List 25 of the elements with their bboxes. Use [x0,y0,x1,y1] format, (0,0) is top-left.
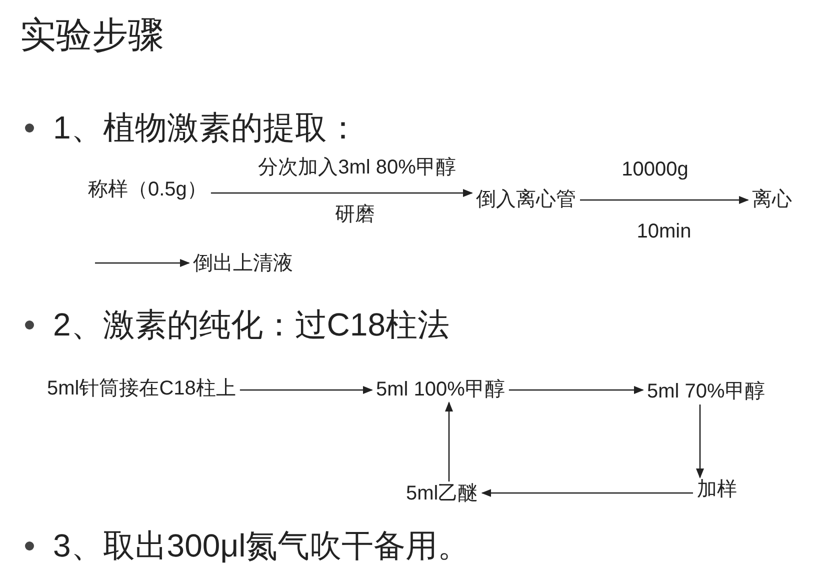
bullet-point-text: 2、激素的纯化：过C18柱法 [53,306,450,344]
bullet-point-text: 1、植物激素的提取： [53,110,359,146]
step-note: 10min [636,220,692,244]
step-text: 加样 [693,478,741,502]
step-text: 称样（0.5g） [84,178,211,202]
arrow [508,386,644,394]
step-text: 5ml乙醚 [402,482,482,506]
arrow [445,402,453,482]
step-text: 倒出上清液 [189,252,297,276]
step-text: 5ml 100%甲醇 [372,378,509,402]
arrow [696,404,704,478]
arrow [210,189,473,197]
edge-label: 10000g [622,158,688,182]
arrow [580,196,749,204]
arrow [240,386,373,394]
step-text: 5ml针筒接在C18柱上 [43,376,240,402]
arrow [95,259,190,267]
step-text: 倒入离心管 [472,188,580,212]
step-text: 5ml 70%甲醇 [643,380,769,404]
slide-title: 实验步骤 [20,14,164,56]
step-text: 离心 [748,188,796,212]
arrow [481,489,693,497]
edge-label: 分次加入3ml 80%甲醇 [258,156,456,180]
bullet-point-text: 3、取出300μl氮气吹干备用。 [53,528,470,564]
step-note: 研磨 [335,204,375,226]
